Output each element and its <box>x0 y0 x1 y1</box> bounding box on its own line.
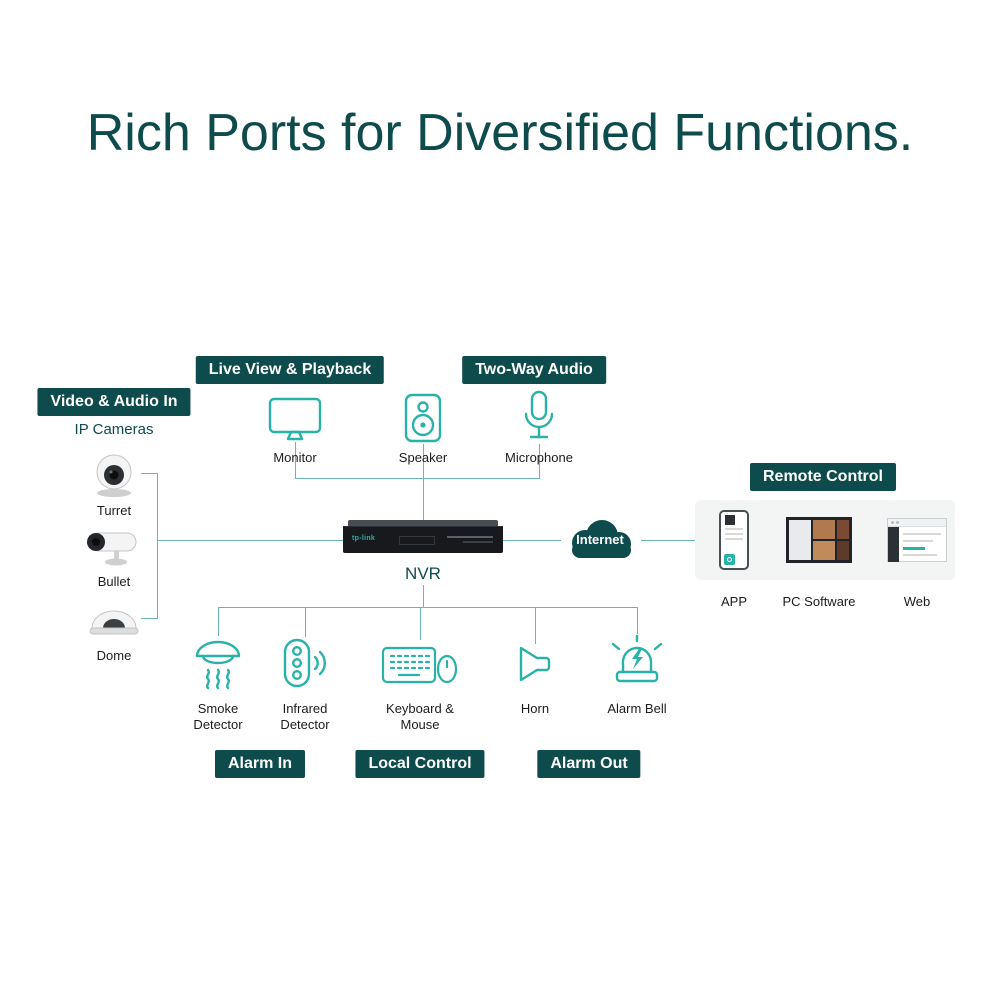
badge-alarm-out: Alarm Out <box>537 750 641 778</box>
monitor-label: Monitor <box>273 450 317 465</box>
microphone-icon <box>524 390 554 439</box>
phone-screen-detail <box>725 528 743 530</box>
horn-label: Horn <box>520 701 550 716</box>
connector-line <box>141 618 157 619</box>
web-label: Web <box>903 594 931 609</box>
badge-live-view-playback: Live View & Playback <box>195 356 385 384</box>
connector-line <box>157 540 343 541</box>
connector-line <box>641 540 695 541</box>
turret-label: Turret <box>96 503 132 518</box>
monitor-icon <box>268 397 322 441</box>
ip-cameras-label: IP Cameras <box>74 421 154 438</box>
connector-line <box>218 607 219 636</box>
alarm-bell-label: Alarm Bell <box>607 701 667 716</box>
browser-text-line <box>903 533 941 535</box>
badge-local-control: Local Control <box>355 750 485 778</box>
app-label: APP <box>720 594 748 609</box>
speaker-icon <box>404 393 442 443</box>
microphone-label: Microphone <box>505 450 573 465</box>
connector-line <box>305 607 306 637</box>
connector-line <box>295 442 296 478</box>
nvr-label: NVR <box>405 564 441 583</box>
app-phone-image <box>719 510 749 570</box>
infrared-detector-label: Infrared Detector <box>280 701 330 732</box>
phone-app-icon <box>724 554 735 565</box>
turret-camera-image <box>96 454 132 497</box>
pc-camera-view <box>813 520 835 539</box>
browser-accent-line <box>903 547 925 550</box>
dome-label: Dome <box>96 648 132 663</box>
connector-line <box>539 444 540 478</box>
connector-line <box>157 473 158 619</box>
pc-software-label: PC Software <box>782 594 856 609</box>
internet-label: Internet <box>576 532 624 547</box>
infrared-detector-icon <box>283 638 326 688</box>
phone-screen-detail <box>725 533 743 535</box>
connector-line <box>423 585 424 607</box>
connector-line <box>423 478 424 520</box>
nvr-drive-slot <box>399 536 435 545</box>
nvr-detail-line <box>463 541 493 543</box>
badge-remote-control: Remote Control <box>750 463 896 491</box>
pc-software-image <box>786 517 852 563</box>
web-browser-image <box>887 518 947 562</box>
browser-sidebar <box>888 527 899 562</box>
connector-line <box>423 444 424 478</box>
nvr-top-face <box>348 520 498 526</box>
speaker-label: Speaker <box>398 450 448 465</box>
browser-text-line <box>903 554 937 556</box>
pc-camera-view <box>813 541 835 560</box>
nvr-front-face: tp-link <box>343 526 503 553</box>
connector-line <box>535 607 536 644</box>
nvr-device-image: tp-link <box>343 520 503 554</box>
badge-alarm-in: Alarm In <box>214 750 306 778</box>
connector-line <box>141 473 157 474</box>
pc-camera-view <box>837 541 849 560</box>
dome-camera-image <box>89 610 139 635</box>
connector-line <box>637 607 638 634</box>
nvr-detail-line <box>447 536 493 538</box>
smoke-detector-label: Smoke Detector <box>193 701 243 732</box>
browser-text-line <box>903 540 933 542</box>
pc-sidebar <box>789 520 811 560</box>
keyboard-mouse-icon <box>381 646 458 684</box>
connector-line <box>420 607 421 640</box>
browser-title-bar <box>888 519 946 527</box>
nvr-brand-logo: tp-link <box>352 535 376 542</box>
keyboard-mouse-label: Keyboard & Mouse <box>386 701 454 732</box>
phone-screen-detail <box>725 538 743 540</box>
badge-video-audio-in: Video & Audio In <box>37 388 191 416</box>
pc-camera-view <box>837 520 849 539</box>
remote-control-panel <box>695 500 955 580</box>
connector-line <box>295 478 540 479</box>
connector-line <box>218 607 637 608</box>
internet-cloud-icon <box>572 520 631 558</box>
browser-content <box>888 527 946 562</box>
bullet-label: Bullet <box>97 574 131 589</box>
page-title: Rich Ports for Diversified Functions. <box>86 104 914 162</box>
phone-screen-detail <box>725 515 735 525</box>
connector-line <box>503 540 561 541</box>
alarm-bell-icon <box>611 634 663 683</box>
horn-icon <box>519 646 551 682</box>
smoke-detector-icon <box>195 640 241 690</box>
bullet-camera-image <box>87 532 137 566</box>
badge-two-way-audio: Two-Way Audio <box>462 356 606 384</box>
